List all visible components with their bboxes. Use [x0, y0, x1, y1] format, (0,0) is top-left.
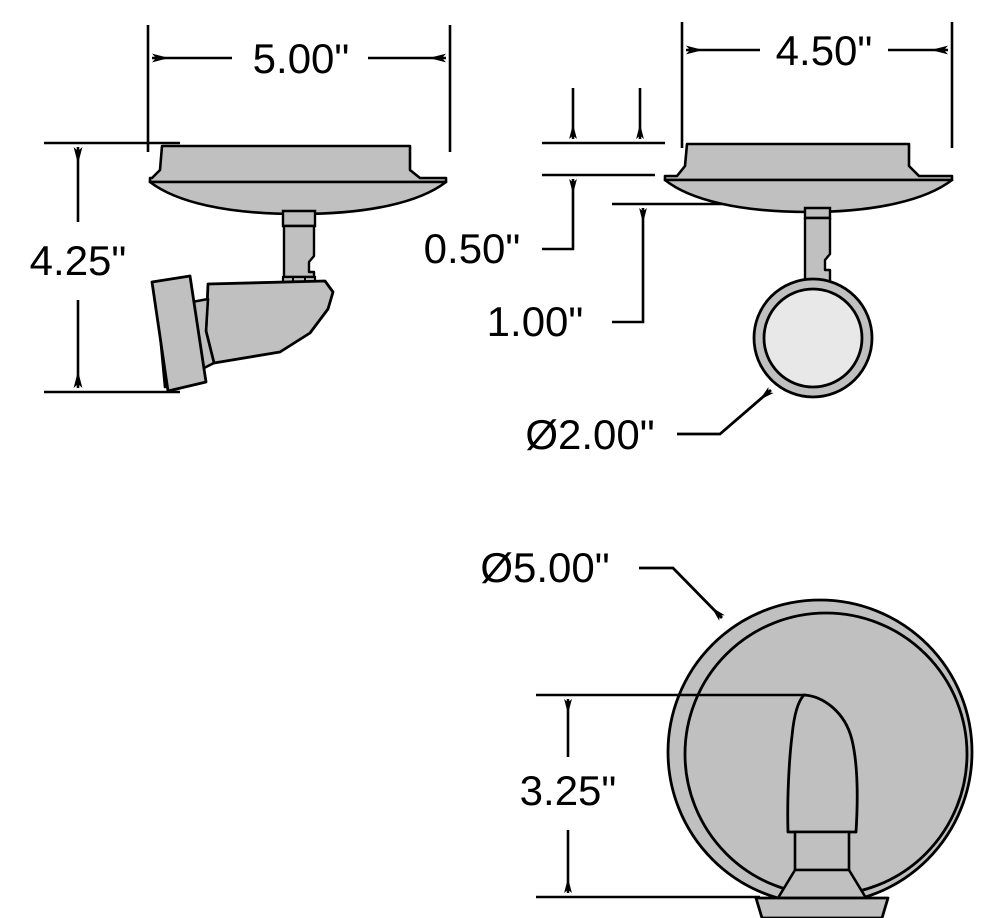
dimension-canopy-thickness-top-arrows — [569, 88, 644, 139]
front-stem-collar — [803, 206, 832, 220]
leader-lens-diameter: Ø2.00" — [525, 387, 774, 458]
dimension-stem-length: 1.00" — [487, 208, 647, 345]
plan-lamp-head — [786, 693, 859, 834]
extension-lines-canopy-width — [680, 22, 954, 148]
plan-swivel-neck — [793, 830, 851, 872]
dimension-canopy-width: 4.50" — [686, 27, 948, 74]
dimension-fixture-offset: 3.25" — [520, 699, 617, 893]
plan-stem-cone — [776, 868, 868, 900]
dimension-label-stem-length: 1.00" — [487, 298, 584, 345]
view-front-elevation: 4.50" 0.50" 1.00" — [424, 22, 954, 458]
plan-base-block — [754, 896, 890, 918]
dimension-label-canopy-thickness: 0.50" — [424, 225, 521, 272]
front-canopy-rim — [663, 142, 954, 182]
front-stem-shaft — [803, 216, 832, 284]
leader-canopy-diameter: Ø5.00" — [480, 544, 725, 621]
view-side-elevation: 5.00" 4.25" — [30, 25, 452, 394]
side-canopy-rim — [148, 144, 448, 184]
extension-lines-overall-height — [44, 141, 180, 394]
dimension-label-overall-height: 4.25" — [30, 237, 127, 284]
dimension-label-overall-width: 5.00" — [253, 35, 350, 82]
view-bottom-plan: Ø5.00" 3.25" — [480, 544, 974, 918]
side-stem-shaft — [282, 224, 316, 279]
extension-lines-overall-width — [146, 25, 452, 152]
dimension-overall-height: 4.25" — [30, 147, 127, 388]
dimension-label-lens-diameter: Ø2.00" — [525, 411, 654, 458]
side-back-plate — [150, 274, 208, 393]
dimension-label-fixture-offset: 3.25" — [520, 767, 617, 814]
extension-lines-canopy-thickness — [542, 141, 665, 177]
dimension-label-canopy-diameter: Ø5.00" — [480, 544, 609, 591]
extension-lines-fixture-offset — [536, 693, 806, 899]
dimension-label-canopy-width: 4.50" — [776, 27, 873, 74]
front-lamp-lens — [762, 287, 864, 389]
dimension-overall-width: 5.00" — [152, 35, 446, 82]
side-stem-collar — [281, 209, 317, 228]
dimension-canopy-thickness: 0.50" — [424, 179, 577, 272]
